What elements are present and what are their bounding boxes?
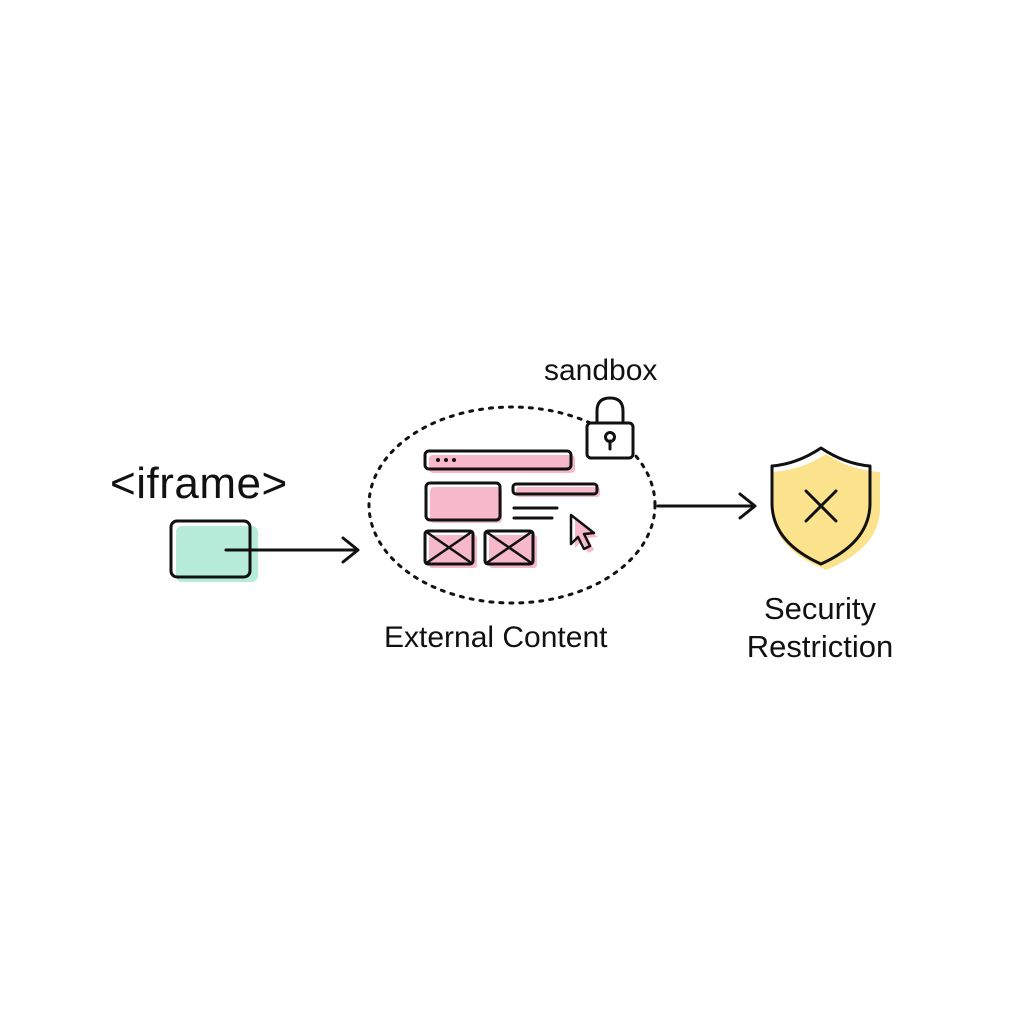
arrow-to-security-restriction (656, 492, 757, 520)
mouse-cursor-icon (569, 513, 598, 553)
webpage-wireframe-icon (423, 449, 600, 568)
security-label-line2: Restriction (746, 629, 894, 664)
sandbox-label: sandbox (544, 354, 658, 387)
arrow-to-external-content (224, 536, 360, 564)
external-content-label: External Content (384, 621, 608, 654)
security-label-line1: Security (764, 591, 876, 626)
shield-x-icon (770, 446, 880, 570)
iframe-label: <iframe> (110, 459, 288, 508)
sandbox-boundary (367, 405, 657, 605)
security-restriction-label: Security Restriction (700, 590, 940, 666)
lock-icon (585, 396, 635, 460)
